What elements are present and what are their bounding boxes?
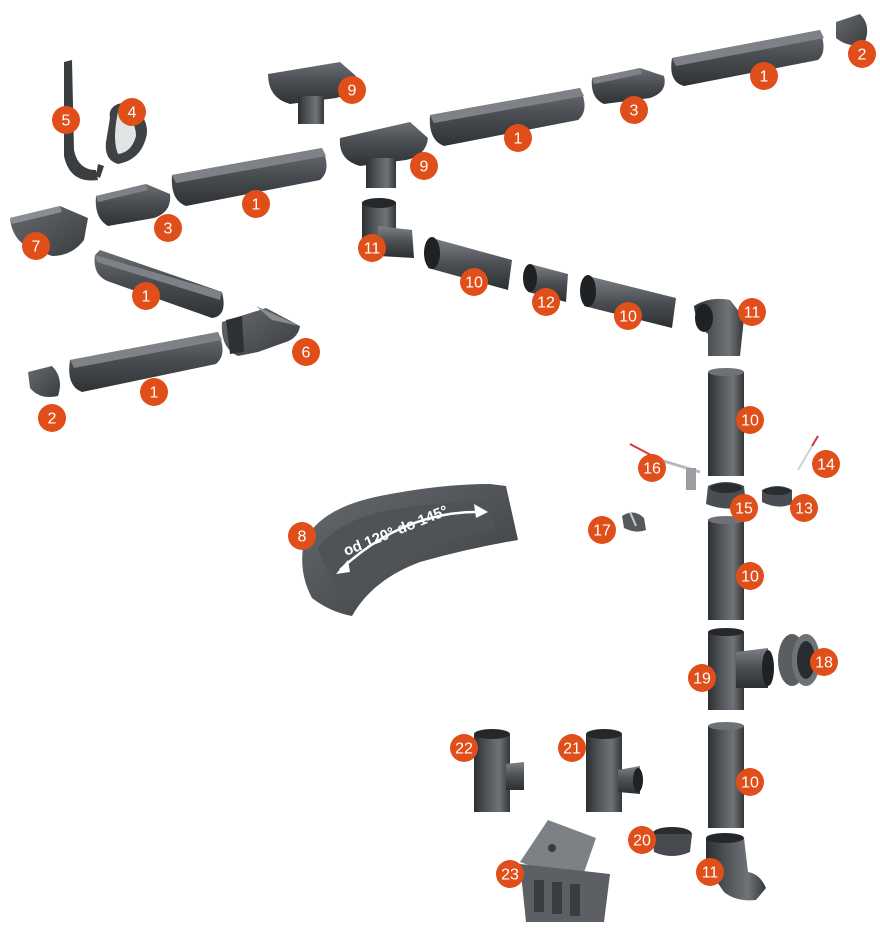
badge-8: 8 xyxy=(288,522,316,550)
badge-number: 1 xyxy=(150,385,159,402)
badge-10: 10 xyxy=(614,302,642,330)
badge-3: 3 xyxy=(620,96,648,124)
badge-6: 6 xyxy=(292,338,320,366)
badge-9: 9 xyxy=(410,152,438,180)
badge-11: 11 xyxy=(696,858,724,886)
badge-number: 10 xyxy=(741,569,759,586)
badge-18: 18 xyxy=(810,648,838,676)
badge-number: 2 xyxy=(48,411,57,428)
badge-number: 9 xyxy=(348,83,357,100)
badge-10: 10 xyxy=(736,406,764,434)
badge-number: 10 xyxy=(741,413,759,430)
badge-number: 14 xyxy=(817,457,835,474)
rain-collector-23 xyxy=(520,820,610,922)
badge-number: 17 xyxy=(593,523,611,540)
badge-17: 17 xyxy=(588,516,616,544)
badge-number: 3 xyxy=(630,103,639,120)
badge-5: 5 xyxy=(52,106,80,134)
badge-11: 11 xyxy=(738,298,766,326)
badge-2: 2 xyxy=(848,40,876,68)
badge-number: 9 xyxy=(420,159,429,176)
badge-number: 1 xyxy=(760,69,769,86)
badge-15: 15 xyxy=(730,494,758,522)
badge-12: 12 xyxy=(532,288,560,316)
badge-number: 7 xyxy=(32,239,41,256)
badge-10: 10 xyxy=(736,562,764,590)
gutter-1-diagonal xyxy=(95,250,224,318)
elbow-11-right xyxy=(694,299,744,356)
badge-1: 1 xyxy=(750,62,778,90)
badge-number: 6 xyxy=(302,345,311,362)
badge-number: 8 xyxy=(298,529,307,546)
badge-number: 1 xyxy=(142,289,151,306)
badge-7: 7 xyxy=(22,232,50,260)
outlet-9-middle xyxy=(340,122,428,188)
badge-1: 1 xyxy=(132,282,160,310)
badge-number: 23 xyxy=(501,867,519,884)
badge-number: 13 xyxy=(795,501,813,518)
badge-number: 15 xyxy=(735,501,753,518)
adjustable-corner-8: od 120° do 145° xyxy=(302,484,518,616)
badge-number: 5 xyxy=(62,113,71,130)
badge-23: 23 xyxy=(496,860,524,888)
badge-22: 22 xyxy=(450,734,478,762)
badge-number: 21 xyxy=(563,741,581,758)
badge-number: 22 xyxy=(455,741,473,758)
badge-number: 12 xyxy=(537,295,555,312)
badge-number: 1 xyxy=(514,131,523,148)
badge-20: 20 xyxy=(628,826,656,854)
plug-20 xyxy=(652,827,692,856)
badge-13: 13 xyxy=(790,494,818,522)
badge-3: 3 xyxy=(154,214,182,242)
clip-17 xyxy=(622,512,646,532)
badge-number: 10 xyxy=(619,309,637,326)
badge-number: 19 xyxy=(693,671,711,688)
inspection-tee-21 xyxy=(586,729,643,812)
badge-1: 1 xyxy=(242,190,270,218)
badge-9: 9 xyxy=(338,76,366,104)
badge-number: 16 xyxy=(643,461,661,478)
badge-2: 2 xyxy=(38,404,66,432)
badge-1: 1 xyxy=(504,124,532,152)
badge-number: 11 xyxy=(364,241,381,258)
badge-number: 2 xyxy=(858,47,867,64)
pipe-clip-ring-13 xyxy=(762,486,792,507)
badge-number: 11 xyxy=(744,305,761,322)
badge-10: 10 xyxy=(736,768,764,796)
badge-1: 1 xyxy=(140,378,168,406)
badge-number: 3 xyxy=(164,221,173,238)
inspection-tee-22 xyxy=(474,729,524,812)
external-corner-6 xyxy=(222,306,300,356)
end-cap-2-bottom xyxy=(28,366,60,397)
badge-number: 4 xyxy=(128,105,137,122)
badge-number: 11 xyxy=(702,865,719,882)
badge-number: 18 xyxy=(815,655,833,672)
badge-4: 4 xyxy=(118,98,146,126)
gutter-1-top-right xyxy=(671,30,824,86)
badge-number: 20 xyxy=(633,833,651,850)
badge-number: 1 xyxy=(252,197,261,214)
badge-19: 19 xyxy=(688,664,716,692)
badge-11: 11 xyxy=(358,234,386,262)
badge-14: 14 xyxy=(812,450,840,478)
badge-number: 10 xyxy=(465,275,483,292)
badge-number: 10 xyxy=(741,775,759,792)
badge-16: 16 xyxy=(638,454,666,482)
badge-21: 21 xyxy=(558,734,586,762)
tee-branch-19 xyxy=(708,628,774,710)
badge-10: 10 xyxy=(460,268,488,296)
